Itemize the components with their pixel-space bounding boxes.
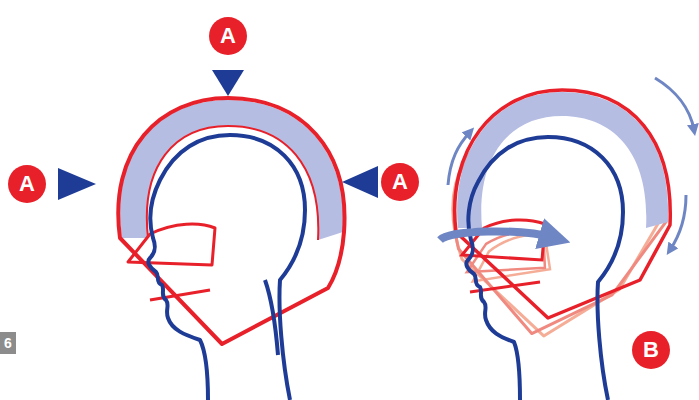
callout-letter: B	[643, 339, 659, 361]
impact-helmet	[118, 98, 344, 400]
page-number: 6	[4, 336, 12, 350]
page-number-box	[0, 332, 16, 354]
impact-arrows	[8, 17, 419, 203]
callout-letter: A	[392, 171, 408, 193]
callout-letter: A	[19, 173, 35, 195]
rotation-helmet	[434, 78, 694, 400]
callout-letter: A	[220, 25, 236, 47]
